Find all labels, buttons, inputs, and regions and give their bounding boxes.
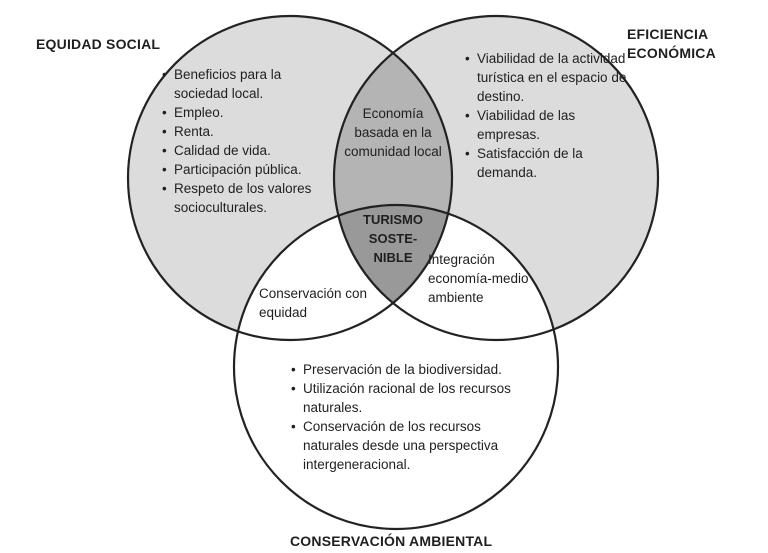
environmental-items: Preservación de la biodiversidad. Utiliz… [291,360,531,474]
environmental-item: Conservación de los recursos naturales d… [291,417,531,474]
economic-item: Satisfacción de la demanda. [465,144,627,182]
center-label-line: NIBLE [373,250,413,265]
social-item: Beneficios para la sociedad local. [162,65,330,103]
economic-title: EFICIENCIA ECONÓMICA [627,25,716,63]
economic-circle-outline [332,14,660,342]
social-item: Respeto de los valores socioculturales. [162,179,330,217]
center-label-line: SOSTE- [368,231,418,246]
environmental-circle-outline [232,203,560,531]
venn-outlines [126,14,660,531]
environmental-item: Utilización racional de los recursos nat… [291,379,531,417]
center-label-line: TURISMO [363,212,423,227]
social-item: Empleo. [162,103,330,122]
environmental-item: Preservación de la biodiversidad. [291,360,531,379]
social-items: Beneficios para la sociedad local. Emple… [162,65,330,217]
economic-item: Viabilidad de las empresas. [465,106,627,144]
economic-title-line: EFICIENCIA [627,26,709,42]
economic-title-line: ECONÓMICA [627,45,716,61]
social-item: Participación pública. [162,160,330,179]
social-title: EQUIDAD SOCIAL [36,36,161,52]
social-environmental-label: Conservación con equidad [259,286,368,320]
social-item: Renta. [162,122,330,141]
economic-items: Viabilidad de la actividad turística en … [465,49,627,182]
environmental-title: CONSERVACIÓN AMBIENTAL [290,533,493,549]
social-circle-outline [126,14,454,342]
center-label: TURISMO SOSTE- NIBLE [352,210,434,267]
social-economic-label: Economía basada en la comunidad local [344,106,442,159]
economic-item: Viabilidad de la actividad turística en … [465,49,627,106]
social-item: Calidad de vida. [162,141,330,160]
economic-environmental-label: Integración economía-medio ambiente [428,252,529,305]
